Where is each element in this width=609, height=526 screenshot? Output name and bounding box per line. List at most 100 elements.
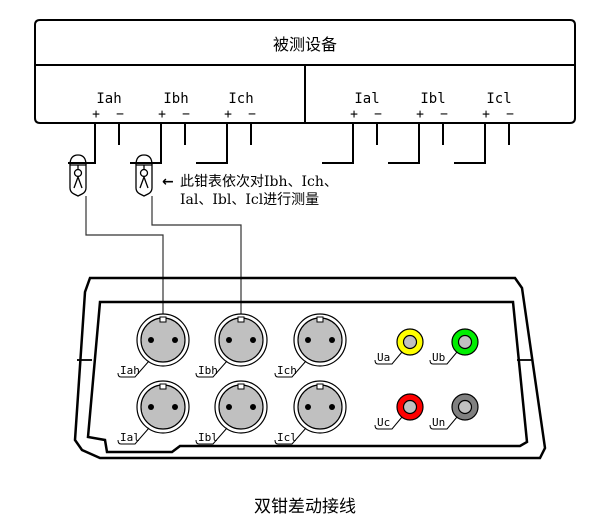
port-key-notch [316,383,324,390]
terminal-labels: Iah Ibh Ich Ial Ibl Icl [96,91,511,107]
port-label: Ich [277,364,297,377]
device-under-test: 被测设备 [34,19,576,124]
cable-clamp-1 [85,196,164,318]
port-label: Ibl [198,431,218,444]
terminal-label-ial: Ial [354,91,379,107]
port-key-notch [237,316,245,323]
voltage-port-ua[interactable]: Ua [374,328,424,365]
port-face [140,317,186,363]
polarity-plus: + [350,107,358,122]
port-face [297,384,343,430]
polarity-minus: − [440,107,448,122]
port-face [218,317,264,363]
port-pin [226,404,232,410]
port-leader-line [429,351,458,365]
polarity-minus: − [506,107,514,122]
caption: 双钳差动接线 [254,497,356,517]
lead-ibh-plus [130,123,162,164]
port-pin [172,404,178,410]
port-leader-line [374,351,403,365]
polarity-plus: + [224,107,232,122]
port-pin [250,404,256,410]
clamp-jaw-icon [69,154,87,166]
port-key-notch [159,383,167,390]
port-socket [402,399,418,415]
clamp-1 [69,154,87,197]
port-pin [329,337,335,343]
port-leader-line [117,427,150,445]
instrument-panel [73,276,547,460]
polarity-plus: + [92,107,100,122]
port-key-notch [159,316,167,323]
port-socket [457,334,473,350]
port-pin [148,404,154,410]
port-pin [226,337,232,343]
current-port-ibl[interactable]: Ibl [195,380,268,445]
port-pin [305,337,311,343]
polarity-minus: − [374,107,382,122]
polarity-plus: + [416,107,424,122]
port-face [297,317,343,363]
port-socket [402,334,418,350]
port-leader-line [195,360,228,378]
port-key-notch [316,316,324,323]
port-label: Ub [432,351,445,364]
port-face [140,384,186,430]
voltage-port-ub[interactable]: Ub [429,328,479,365]
current-port-ich[interactable]: Ich [274,313,347,378]
port-leader-line [274,427,307,445]
annotation-line-1: 此钳表依次对Ibh、Ich、 [180,174,338,190]
port-label: Uc [377,416,390,429]
terminal-label-ibh: Ibh [163,91,188,107]
clamp-jaw-icon [135,154,153,166]
port-pin [305,404,311,410]
terminal-label-ibl: Ibl [420,91,445,107]
lead-iah-plus [68,123,96,164]
annotation-line-2: Ial、Ibl、Icl进行测量 [180,192,319,208]
lead-ial-plus [322,123,354,164]
current-port-icl[interactable]: Icl [274,380,347,445]
port-leader-line [429,416,458,430]
voltage-port-uc[interactable]: Uc [374,393,424,430]
port-label: Ibh [198,364,218,377]
port-pin [172,337,178,343]
port-leader-line [117,360,150,378]
terminal-label-ich: Ich [228,91,253,107]
polarity-plus: + [482,107,490,122]
terminal-leads [68,123,510,164]
port-socket [457,399,473,415]
clamp-cables [85,196,242,318]
port-label: Icl [277,431,297,444]
port-leader-line [274,360,307,378]
polarity-minus: − [248,107,256,122]
port-key-notch [237,383,245,390]
port-label: Iah [120,364,140,377]
port-label: Ial [120,431,140,444]
current-port-ibh[interactable]: Ibh [195,313,268,378]
instrument-inner-frame [86,300,529,454]
port-label: Un [432,416,445,429]
polarity-marks: + − + − + − + − + − + − [92,107,514,122]
device-title: 被测设备 [273,35,337,54]
port-pin [329,404,335,410]
current-port-ial[interactable]: Ial [117,380,190,445]
port-label: Ua [377,351,390,364]
current-port-iah[interactable]: Iah [117,313,190,378]
port-leader-line [195,427,228,445]
voltage-port-un[interactable]: Un [429,393,479,430]
polarity-plus: + [158,107,166,122]
port-leader-line [374,416,403,430]
lead-ibl-plus [388,123,420,164]
port-pin [250,337,256,343]
arrow-left-icon: ← [162,174,174,190]
terminal-label-icl: Icl [486,91,511,107]
polarity-minus: − [182,107,190,122]
polarity-minus: − [116,107,124,122]
port-face [218,384,264,430]
lead-ich-plus [196,123,228,164]
instrument-outer-frame [73,276,547,460]
lead-icl-plus [454,123,486,164]
